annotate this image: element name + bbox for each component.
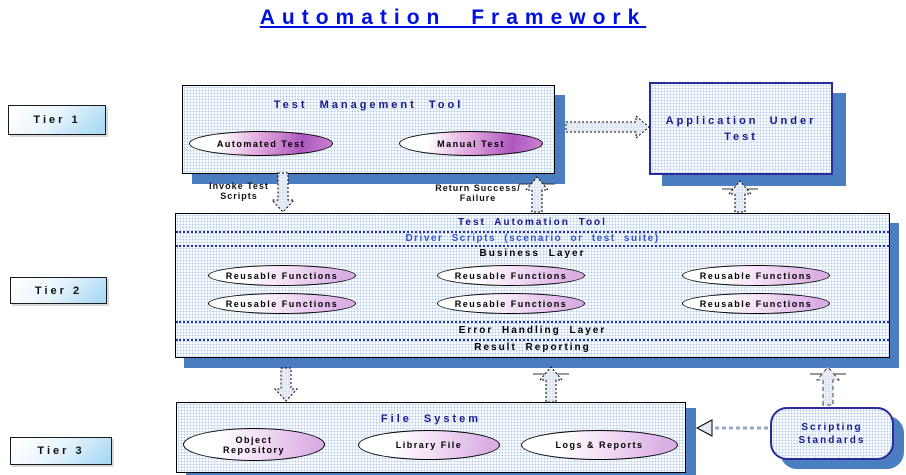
tier-1-text: Tier 1 [33, 114, 81, 126]
separator-line [176, 321, 889, 323]
test-management-tool-box: Test Management Tool Automated Test Manu… [182, 85, 555, 174]
application-under-test-title: Application Under Test [665, 114, 817, 143]
reusable-functions-text: Reusable Functions [454, 298, 568, 309]
tier-3-text: Tier 3 [37, 445, 85, 457]
manual-test-text: Manual Test [437, 138, 505, 149]
reusable-functions-text: Reusable Functions [225, 270, 339, 281]
reusable-functions-ellipse: Reusable Functions [208, 293, 356, 314]
invoke-line1: Invoke Test [209, 181, 269, 191]
arrow-tmt-to-aut [565, 114, 650, 140]
return-line1: Return Success/ [435, 183, 521, 193]
automated-test-ellipse: Automated Test [189, 131, 333, 156]
reusable-functions-ellipse: Reusable Functions [682, 293, 830, 314]
return-line2: Failure [459, 193, 497, 203]
reusable-functions-text: Reusable Functions [225, 298, 339, 309]
object-repository-ellipse: Object Repository [183, 428, 325, 461]
reusable-functions-ellipse: Reusable Functions [437, 293, 585, 314]
file-system-title: File System [380, 413, 482, 425]
test-automation-tool-box: Test Automation Tool Driver Scripts (sce… [175, 213, 890, 358]
reusable-functions-text: Reusable Functions [454, 270, 568, 281]
reusable-functions-ellipse: Reusable Functions [682, 265, 830, 286]
test-management-tool-title: Test Management Tool [273, 99, 464, 111]
object-repository-text: Object Repository [222, 434, 285, 455]
reusable-functions-text: Reusable Functions [699, 270, 813, 281]
driver-scripts-row: Driver Scripts (scenario or test suite) [405, 233, 660, 244]
separator-line [176, 231, 889, 233]
test-automation-tool-title: Test Automation Tool [458, 217, 607, 228]
result-reporting-row: Result Reporting [474, 342, 591, 353]
logs-reports-ellipse: Logs & Reports [521, 430, 678, 460]
scripting-standards-text: Scripting Standards [798, 421, 866, 446]
arrow-tat-to-filesystem [273, 367, 299, 402]
tier-1-label: Tier 1 [8, 105, 106, 135]
reusable-functions-text: Reusable Functions [699, 298, 813, 309]
library-file-ellipse: Library File [358, 430, 500, 460]
application-under-test-box: Application Under Test [649, 82, 833, 175]
reusable-functions-ellipse: Reusable Functions [208, 265, 356, 286]
manual-test-ellipse: Manual Test [399, 131, 543, 156]
scripting-standards-box: Scripting Standards [770, 407, 894, 460]
separator-line [176, 245, 889, 247]
file-system-box: File System Object Repository Library Fi… [176, 402, 686, 473]
arrow-scripting-standards-to-filesystem [695, 419, 768, 437]
arrow-tat-to-aut [722, 180, 758, 213]
separator-line [176, 339, 889, 341]
reusable-functions-ellipse: Reusable Functions [437, 265, 585, 286]
tier-2-label: Tier 2 [10, 277, 107, 304]
error-handling-row: Error Handling Layer [458, 325, 607, 336]
tier-3-label: Tier 3 [10, 437, 112, 465]
business-layer-row: Business Layer [479, 248, 586, 259]
arrow-return-success-failure [519, 176, 555, 213]
logs-reports-text: Logs & Reports [555, 440, 644, 450]
arrow-filesystem-to-tat [533, 366, 569, 403]
library-file-text: Library File [395, 440, 463, 450]
arrow-scripting-standards-to-tat [810, 366, 846, 406]
tier-2-text: Tier 2 [34, 284, 83, 297]
automated-test-text: Automated Test [216, 138, 306, 149]
invoke-line2: Scripts [220, 191, 258, 201]
arrow-invoke-test-scripts [270, 172, 296, 213]
return-success-failure-label: Return Success/ Failure [426, 183, 530, 203]
invoke-test-scripts-label: Invoke Test Scripts [198, 181, 280, 201]
page-title: Automation Framework [259, 6, 647, 29]
